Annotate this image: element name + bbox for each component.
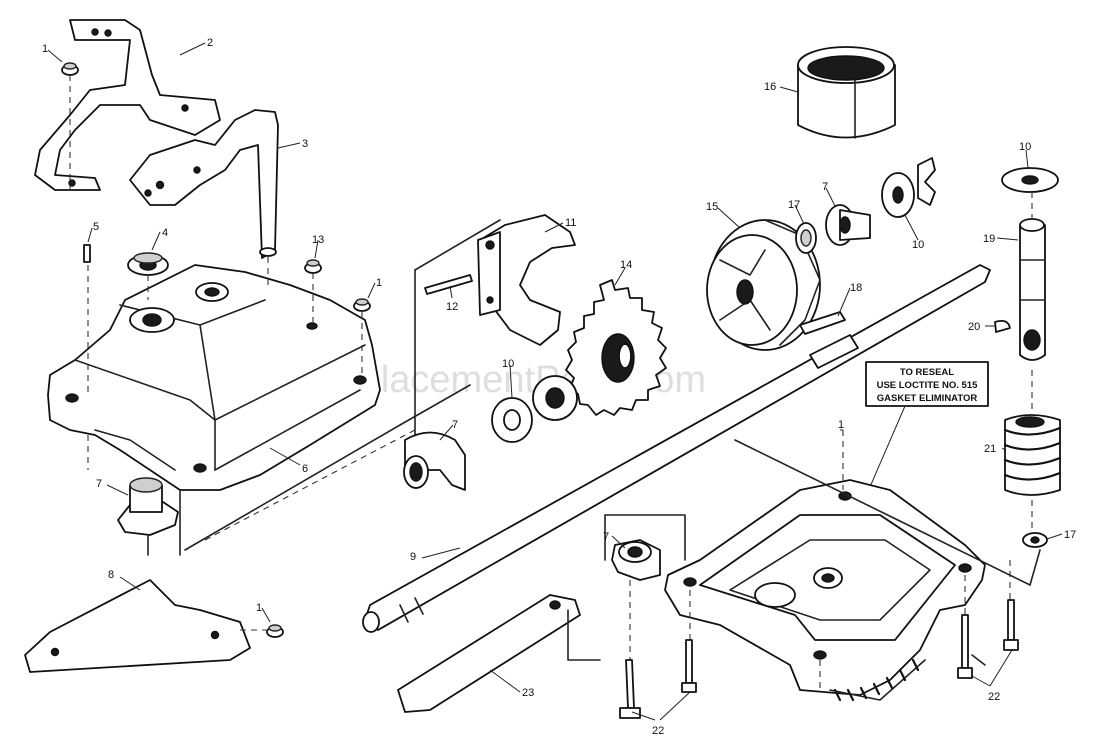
part-12-pin xyxy=(424,274,473,295)
part-21-worm xyxy=(1003,414,1062,496)
part-7-bushing-upper xyxy=(825,204,871,246)
lower-gear-housing xyxy=(664,479,986,702)
part-1-nut-bottom xyxy=(266,624,284,638)
part-10-washer-upper xyxy=(881,172,915,218)
part-20-woodruff-key xyxy=(994,319,1011,333)
part-16-cup xyxy=(797,46,896,139)
callout-8: 8 xyxy=(108,569,114,581)
note-box: TO RESEAL USE LOCTITE NO. 515 GASKET ELI… xyxy=(865,361,989,407)
part-14-gear xyxy=(565,279,667,416)
part-17-spring-upper xyxy=(795,222,817,254)
callout-22-right: 22 xyxy=(988,691,1000,703)
callout-9: 9 xyxy=(410,551,416,563)
callout-7-upper: 7 xyxy=(822,181,828,193)
note-line-1: TO RESEAL xyxy=(900,367,954,378)
callout-16: 16 xyxy=(764,81,776,93)
callout-10-lower: 10 xyxy=(502,358,514,370)
note-line-3: GASKET ELIMINATOR xyxy=(877,393,978,404)
part-8-plate xyxy=(24,579,251,673)
callout-19: 19 xyxy=(983,233,995,245)
part-11-shift-fork xyxy=(477,214,576,346)
part-15-clutch-cone xyxy=(706,219,821,351)
part-6-top-cover xyxy=(47,264,381,491)
callout-1-bottom: 1 xyxy=(256,602,262,614)
callout-4: 4 xyxy=(162,227,168,239)
part-10-ring-upper xyxy=(917,157,936,206)
callout-3: 3 xyxy=(302,138,308,150)
part-1-nut-right xyxy=(353,298,371,312)
callout-14: 14 xyxy=(620,259,632,271)
part-22-bolt-2 xyxy=(681,639,697,693)
callout-22-left: 22 xyxy=(652,725,664,737)
part-7-bushing-middle xyxy=(403,431,466,491)
part-2-top-bracket xyxy=(34,19,221,191)
callout-1-top: 1 xyxy=(42,43,48,55)
callout-21: 21 xyxy=(984,443,996,455)
callout-1-housing: 1 xyxy=(838,419,844,431)
callout-17-upper: 17 xyxy=(788,199,800,211)
part-1-nut-top xyxy=(61,62,79,76)
part-22-bolt-1 xyxy=(619,659,641,719)
part-9-shaft xyxy=(362,264,991,633)
note-line-2: USE LOCTITE NO. 515 xyxy=(877,380,979,391)
callout-18: 18 xyxy=(850,282,862,294)
callout-7-left: 7 xyxy=(96,478,102,490)
callout-6: 6 xyxy=(302,463,308,475)
callout-23: 23 xyxy=(522,687,534,699)
part-5-pin xyxy=(83,244,91,263)
callout-13: 13 xyxy=(312,234,324,246)
part-7-bushing-left xyxy=(117,477,179,536)
callout-11: 11 xyxy=(565,217,576,229)
part-13-plug xyxy=(304,259,322,274)
callout-15: 15 xyxy=(706,201,718,213)
part-10-washer-right xyxy=(1001,167,1059,193)
callout-12: 12 xyxy=(446,301,458,313)
callout-5: 5 xyxy=(93,221,99,233)
part-18-key xyxy=(799,311,846,335)
part-3-shift-arm xyxy=(129,109,279,259)
callout-7-lower: 7 xyxy=(603,531,609,543)
part-22-bolt-3 xyxy=(957,614,973,679)
part-19-worm-shaft xyxy=(1019,218,1046,361)
part-23-shift-link xyxy=(397,594,581,713)
callout-1-right: 1 xyxy=(376,277,382,289)
callout-10-right: 10 xyxy=(1019,141,1031,153)
callout-17-lower: 17 xyxy=(1064,529,1076,541)
part-10-washer-lower xyxy=(491,375,578,443)
callout-10-upper: 10 xyxy=(912,239,924,251)
part-7-bushing-lower xyxy=(611,539,661,581)
callout-20: 20 xyxy=(968,321,980,333)
part-22-bolt-4 xyxy=(1003,599,1019,651)
part-4-seal xyxy=(127,252,169,276)
callout-2: 2 xyxy=(207,37,213,49)
part-17-washer-lower xyxy=(1022,532,1048,548)
callout-7-middle: 7 xyxy=(452,419,458,431)
